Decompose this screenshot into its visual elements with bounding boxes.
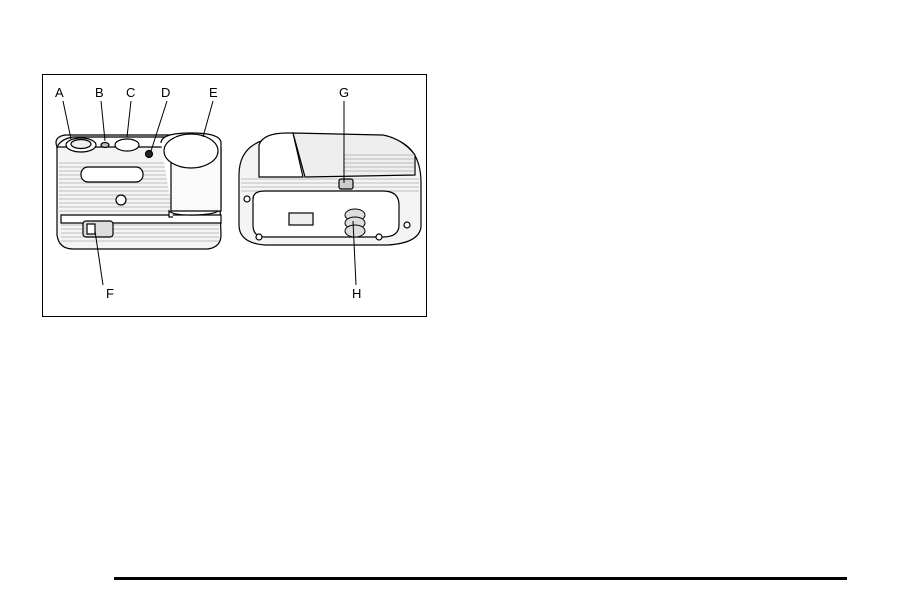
callout-e: E (209, 86, 218, 99)
compressor-front-view (56, 133, 221, 249)
callout-b: B (95, 86, 104, 99)
callout-h: H (352, 287, 361, 300)
callout-a: A (55, 86, 64, 99)
page-footer-rule (114, 577, 847, 580)
callout-c: C (126, 86, 135, 99)
tire-inflator-figure: A B C D E F G H (42, 74, 427, 317)
compressor-rear-view (239, 133, 421, 245)
callout-g: G (339, 86, 349, 99)
callout-d: D (161, 86, 170, 99)
tire-inflator-illustration (43, 75, 428, 318)
callout-f: F (106, 287, 114, 300)
